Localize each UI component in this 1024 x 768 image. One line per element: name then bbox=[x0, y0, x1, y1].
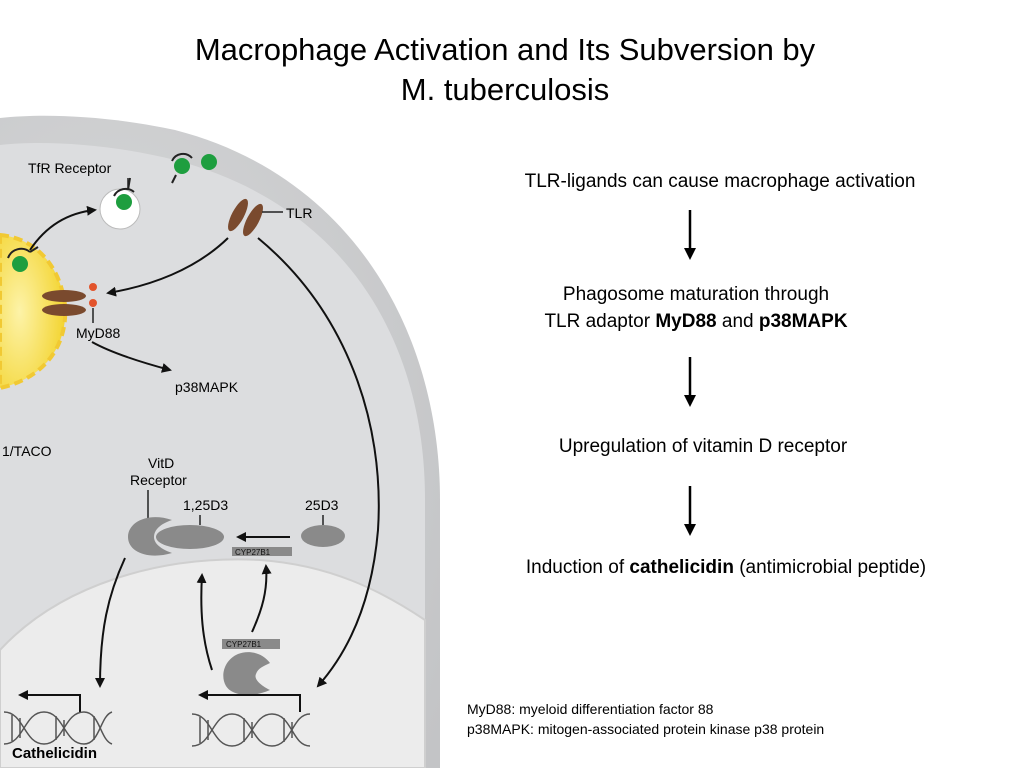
myd88-dot bbox=[89, 283, 97, 291]
arrow-to-endosome bbox=[29, 205, 97, 251]
d3-125-label: 1,25D3 bbox=[183, 497, 228, 513]
bacterium-phagosome bbox=[12, 256, 28, 272]
title-line-1: Macrophage Activation and Its Subversion… bbox=[194, 32, 816, 67]
arrow-tlr-to-nucleus bbox=[257, 237, 380, 688]
arrow-tlr-to-myd88 bbox=[106, 237, 229, 297]
d3-25-label: 25D3 bbox=[305, 497, 339, 513]
cyp27b1-box-lower bbox=[222, 639, 280, 649]
cyp27b1-box-upper bbox=[232, 547, 292, 556]
flow-arrow-2 bbox=[684, 357, 696, 407]
promoter-arrow-cathelicidin bbox=[18, 690, 81, 712]
tlr-receptor bbox=[228, 198, 248, 232]
dna-helix-cathelicidin bbox=[3, 711, 113, 745]
vitd-receptor-label-2: Receptor bbox=[130, 472, 187, 488]
footnote-p38mapk: p38MAPK: mitogen-associated protein kina… bbox=[467, 721, 825, 737]
tfr-receptor-label: TfR Receptor bbox=[28, 160, 112, 176]
tfr-endosome bbox=[99, 188, 141, 230]
arrow-myd88-to-p38 bbox=[91, 341, 172, 373]
step-cathelicidin-induction: Induction of cathelicidin (antimicrobial… bbox=[525, 557, 927, 578]
d3-125-molecule bbox=[156, 525, 224, 549]
d3-25-molecule bbox=[301, 525, 345, 547]
macrophage-diagram: TLR MyD88 TfR Receptor p38MAPK 1/TACO Vi… bbox=[0, 115, 440, 768]
vitd-receptor-label-1: VitD bbox=[148, 455, 174, 471]
vitd-receptor bbox=[128, 517, 172, 556]
dna-helix-cyp27b1 bbox=[191, 713, 311, 747]
step-vitd-upregulation: Upregulation of vitamin D receptor bbox=[558, 436, 848, 457]
slide-title: Macrophage Activation and Its Subversion… bbox=[0, 30, 1010, 110]
p38mapk-label: p38MAPK bbox=[175, 379, 239, 395]
arrow-vdr-to-cathelicidin bbox=[95, 557, 126, 688]
tlr-label: TLR bbox=[286, 205, 312, 221]
step-phagosome-maturation: Phagosome maturation through TLR adaptor… bbox=[544, 284, 848, 332]
myd88-label: MyD88 bbox=[76, 325, 121, 341]
flow-arrow-1 bbox=[684, 210, 696, 260]
cathelicidin-label: Cathelicidin bbox=[12, 745, 97, 762]
promoter-arrow-cyp bbox=[198, 690, 301, 712]
title-line-2: M. tuberculosis bbox=[400, 72, 610, 107]
taco-label: 1/TACO bbox=[2, 443, 52, 459]
tlr-phagosome-receptor bbox=[42, 290, 86, 302]
cyp27b1-protein bbox=[223, 652, 270, 695]
bacterium-receptor-bound bbox=[174, 158, 190, 174]
bacterium-endosome bbox=[116, 194, 132, 210]
arrow-nucleus-to-125d3 bbox=[196, 573, 213, 671]
step-tlr-ligands: TLR-ligands can cause macrophage activat… bbox=[524, 171, 916, 192]
footnote-myd88: MyD88: myeloid differentiation factor 88 bbox=[467, 701, 714, 717]
arrow-cyp-to-cyp-upper bbox=[251, 564, 272, 633]
flow-arrow-3 bbox=[684, 486, 696, 536]
bacterium-free bbox=[201, 154, 217, 170]
cyp27b1-label-lower: CYP27B1 bbox=[226, 640, 262, 649]
cyp27b1-label-upper: CYP27B1 bbox=[235, 548, 271, 557]
